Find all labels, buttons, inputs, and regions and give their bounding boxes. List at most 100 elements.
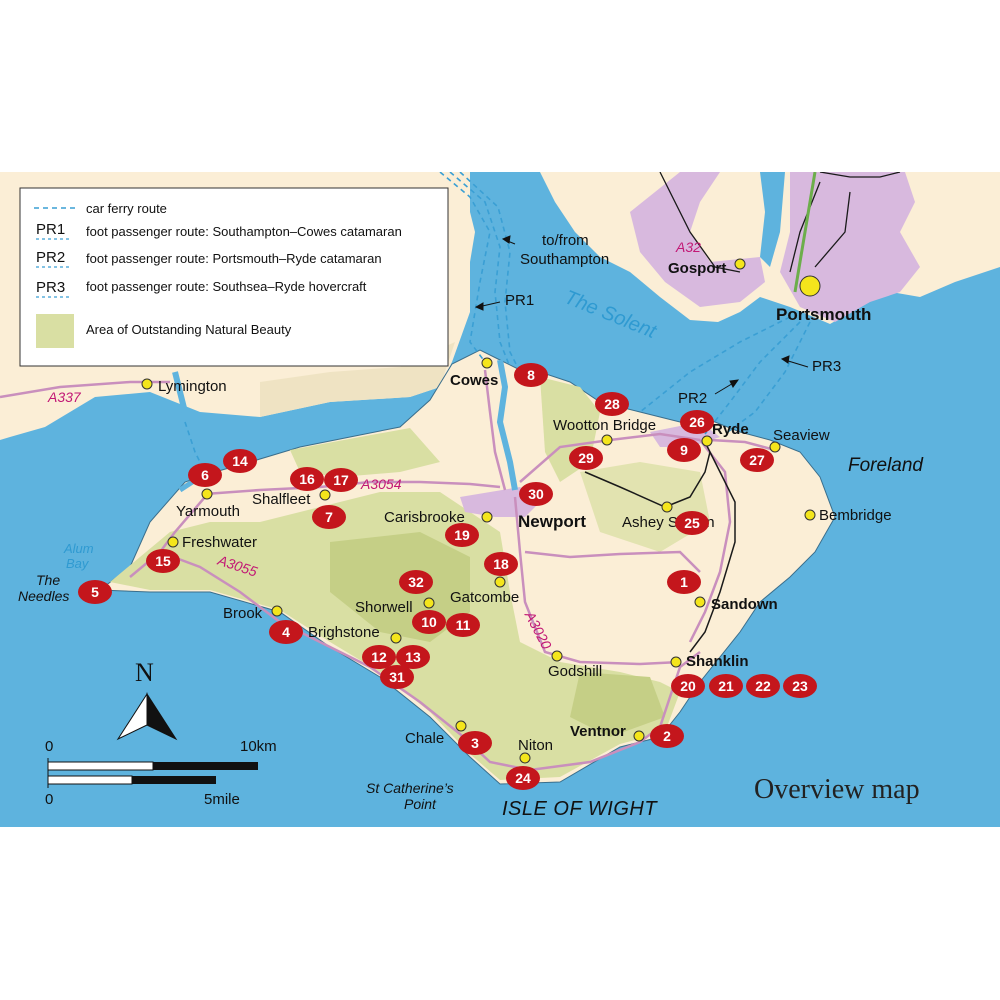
walk-number: 9 bbox=[680, 442, 688, 458]
walk-badge bbox=[458, 731, 492, 755]
label-pr2: PR2 bbox=[678, 390, 707, 407]
walk-marker-12[interactable]: 12 bbox=[362, 645, 396, 669]
walk-badge bbox=[709, 674, 743, 698]
walk-number: 2 bbox=[663, 728, 671, 744]
walk-marker-6[interactable]: 6 bbox=[188, 463, 222, 487]
walk-marker-20[interactable]: 20 bbox=[671, 674, 705, 698]
walk-marker-1[interactable]: 1 bbox=[667, 570, 701, 594]
arrow-pr1-head bbox=[474, 302, 484, 311]
walk-marker-5[interactable]: 5 bbox=[78, 580, 112, 604]
town-marker-freshwater bbox=[167, 536, 179, 548]
walk-marker-15[interactable]: 15 bbox=[146, 549, 180, 573]
walk-marker-16[interactable]: 16 bbox=[290, 467, 324, 491]
walk-number: 6 bbox=[201, 467, 209, 483]
walk-marker-4[interactable]: 4 bbox=[269, 620, 303, 644]
portsmouth-green-road bbox=[793, 172, 817, 293]
walk-marker-19[interactable]: 19 bbox=[445, 523, 479, 547]
legend-key-pr1: PR1 bbox=[36, 221, 65, 238]
road-a3054 bbox=[204, 480, 501, 496]
beaulieu-aonb bbox=[260, 342, 455, 417]
walk-badge bbox=[396, 645, 430, 669]
walk-badge bbox=[312, 505, 346, 529]
town-marker-shorwell bbox=[423, 597, 435, 609]
walk-marker-13[interactable]: 13 bbox=[396, 645, 430, 669]
walk-marker-14[interactable]: 14 bbox=[223, 449, 257, 473]
lymington-estuary bbox=[172, 371, 189, 434]
compass-arrow-right bbox=[146, 692, 178, 741]
label-shanklin: Shanklin bbox=[686, 653, 749, 670]
walk-number: 4 bbox=[282, 624, 290, 640]
label-brook: Brook bbox=[223, 605, 263, 622]
walk-marker-26[interactable]: 26 bbox=[680, 410, 714, 434]
walk-marker-22[interactable]: 22 bbox=[746, 674, 780, 698]
town-marker-cowes bbox=[481, 357, 493, 369]
legend-key-pr3: PR3 bbox=[36, 279, 65, 296]
walk-marker-30[interactable]: 30 bbox=[519, 482, 553, 506]
walk-badge bbox=[78, 580, 112, 604]
walk-marker-3[interactable]: 3 bbox=[458, 731, 492, 755]
walk-marker-31[interactable]: 31 bbox=[380, 665, 414, 689]
walk-marker-27[interactable]: 27 bbox=[740, 448, 774, 472]
label-carisbrooke: Carisbrooke bbox=[384, 509, 465, 526]
town-marker-shalfleet bbox=[319, 489, 331, 501]
portsmouth-roads bbox=[789, 172, 901, 273]
map-title: Overview map bbox=[754, 774, 920, 805]
walk-marker-29[interactable]: 29 bbox=[569, 446, 603, 470]
label-cowes: Cowes bbox=[450, 372, 498, 389]
railway bbox=[689, 441, 736, 653]
walk-marker-17[interactable]: 17 bbox=[324, 468, 358, 492]
walk-badge bbox=[595, 392, 629, 416]
walk-badge bbox=[783, 674, 817, 698]
label-ryde: Ryde bbox=[712, 421, 749, 438]
walk-marker-2[interactable]: 2 bbox=[650, 724, 684, 748]
label-foreland: Foreland bbox=[848, 455, 924, 476]
compass-n: N bbox=[135, 658, 154, 687]
walk-marker-8[interactable]: 8 bbox=[514, 363, 548, 387]
label-shorwell: Shorwell bbox=[355, 599, 413, 616]
walk-marker-11[interactable]: 11 bbox=[446, 613, 480, 637]
label-portsmouth: Portsmouth bbox=[776, 305, 871, 324]
label-chale: Chale bbox=[405, 730, 444, 747]
walk-number: 1 bbox=[680, 574, 688, 590]
route-car-ferry-2 bbox=[459, 172, 521, 373]
walk-number: 8 bbox=[527, 367, 535, 383]
walk-marker-7[interactable]: 7 bbox=[312, 505, 346, 529]
walk-badge bbox=[667, 438, 701, 462]
town-marker-gosport bbox=[734, 258, 746, 270]
walk-number: 19 bbox=[454, 527, 470, 543]
label-road-a337: A337 bbox=[47, 389, 82, 405]
walk-number: 20 bbox=[680, 678, 696, 694]
label-yarmouth: Yarmouth bbox=[176, 503, 240, 520]
legend-swatch-aonb bbox=[36, 314, 74, 348]
label-niton: Niton bbox=[518, 737, 553, 754]
walk-marker-18[interactable]: 18 bbox=[484, 552, 518, 576]
label-bembridge: Bembridge bbox=[819, 507, 892, 524]
walk-marker-32[interactable]: 32 bbox=[399, 570, 433, 594]
road-a32 bbox=[659, 172, 741, 273]
town-marker-portsmouth bbox=[799, 275, 821, 297]
walk-marker-28[interactable]: 28 bbox=[595, 392, 629, 416]
town-marker-brighstone bbox=[390, 632, 402, 644]
walk-marker-24[interactable]: 24 bbox=[506, 766, 540, 790]
town-marker-carisbrooke bbox=[481, 511, 493, 523]
walk-badge bbox=[680, 410, 714, 434]
arrow-pr3-head bbox=[780, 355, 790, 364]
walk-marker-9[interactable]: 9 bbox=[667, 438, 701, 462]
road-a3020 bbox=[513, 496, 681, 666]
label-southampton-1: to/from bbox=[542, 232, 589, 249]
walk-number: 25 bbox=[684, 515, 700, 531]
walk-marker-25[interactable]: 25 bbox=[675, 511, 709, 535]
walk-number: 26 bbox=[689, 414, 705, 430]
walk-number: 11 bbox=[456, 617, 471, 633]
walk-marker-10[interactable]: 10 bbox=[412, 610, 446, 634]
label-road-a32: A32 bbox=[675, 239, 701, 255]
walk-number: 23 bbox=[792, 678, 808, 694]
arrow-pr2-head bbox=[729, 379, 740, 388]
walk-marker-21[interactable]: 21 bbox=[709, 674, 743, 698]
walk-number: 22 bbox=[755, 678, 771, 694]
walk-badge bbox=[412, 610, 446, 634]
walk-marker-23[interactable]: 23 bbox=[783, 674, 817, 698]
town-marker-ventnor bbox=[633, 730, 645, 742]
town-marker-niton bbox=[519, 752, 531, 764]
walk-number: 16 bbox=[299, 471, 315, 487]
